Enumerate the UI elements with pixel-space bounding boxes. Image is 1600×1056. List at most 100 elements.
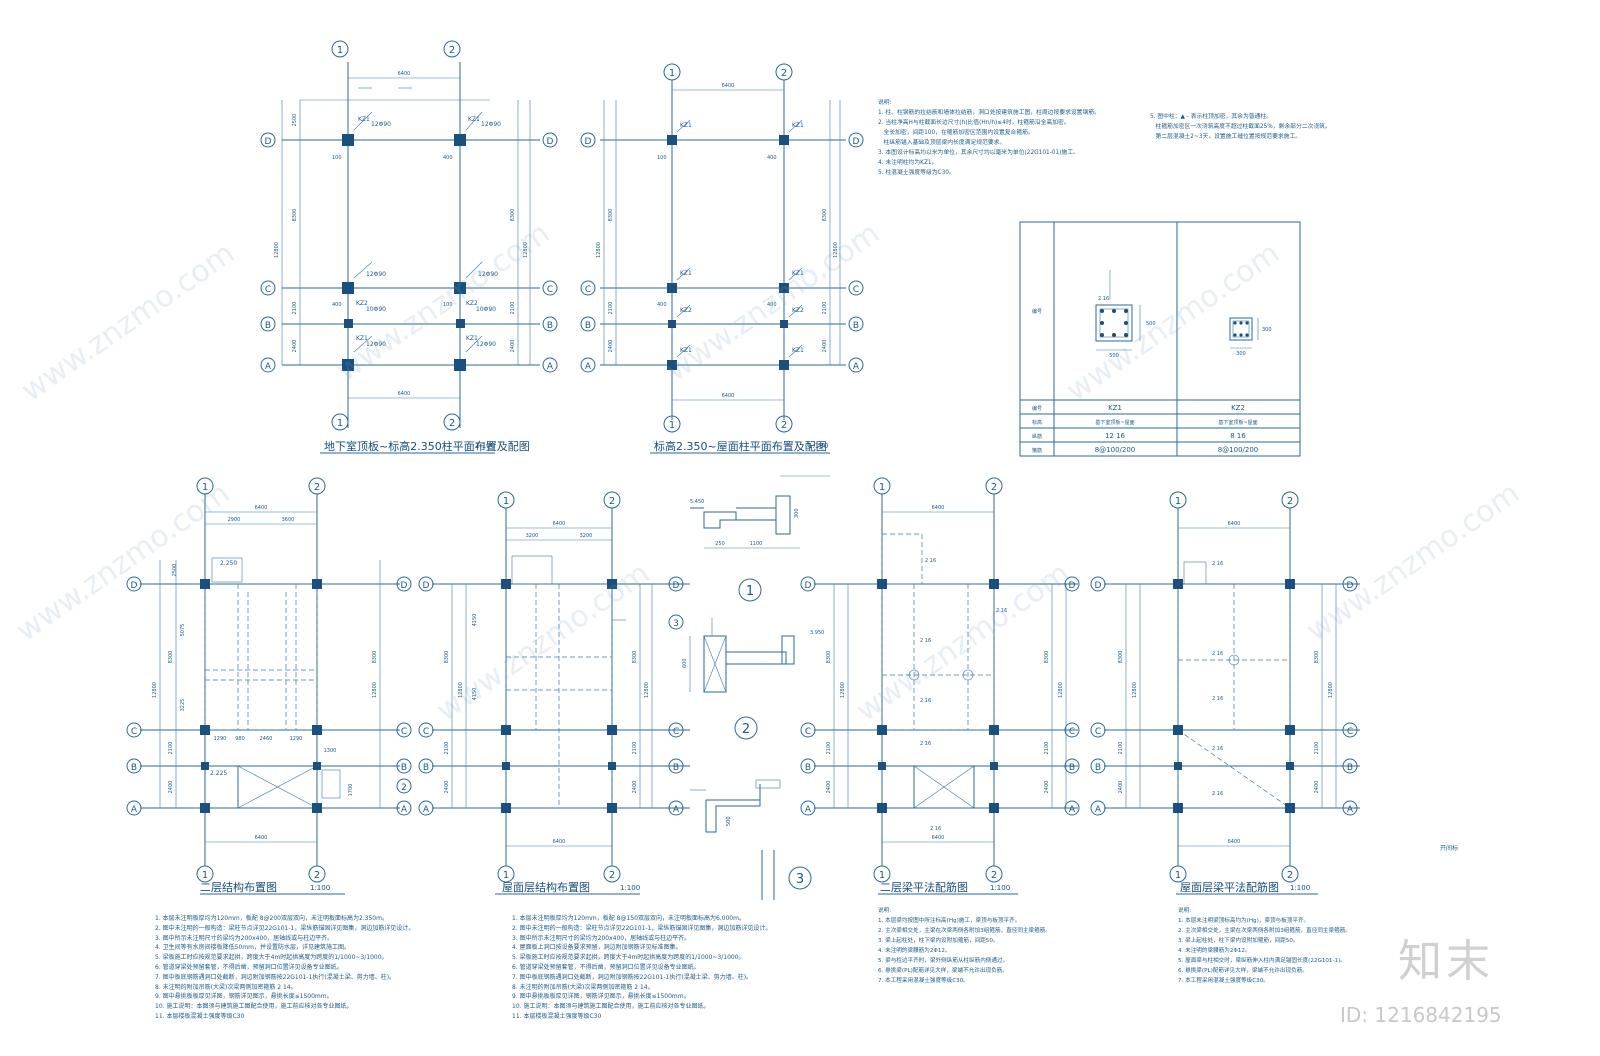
dim-6400-top: 6400 xyxy=(1228,521,1241,527)
axis-A-left: A xyxy=(423,805,430,815)
kz2-depth: 300 xyxy=(1262,327,1272,333)
dim-12800: 12800 xyxy=(596,242,602,258)
dim-980: 980 xyxy=(235,736,245,742)
dim-2400: 2400 xyxy=(292,340,298,353)
axis-A-left: A xyxy=(805,805,812,815)
axis-A-right: A xyxy=(547,362,554,372)
beam-label-kl5: 2 16 xyxy=(925,558,936,564)
axis-D-right: D xyxy=(1069,581,1076,591)
dim-2400-r: 2400 xyxy=(1044,781,1050,794)
axis-C-right: C xyxy=(673,727,679,737)
dim-2400: 2400 xyxy=(608,340,614,353)
axis-C-right: C xyxy=(853,285,859,295)
dim-2400-r: 2400 xyxy=(510,340,516,353)
dim-400: 400 xyxy=(767,302,777,308)
title-plan5: 二层梁平法配筋图 xyxy=(880,881,968,894)
detail-1-label: 1 xyxy=(746,584,754,599)
axis-2-top: 2 xyxy=(314,482,320,493)
dim-3225: 3225 xyxy=(180,699,186,712)
axis-C-right: C xyxy=(547,285,553,295)
detail-3-label: 3 xyxy=(796,872,804,887)
dim-400: 400 xyxy=(767,155,777,161)
dim-400: 400 xyxy=(657,302,667,308)
plan-second-floor-beams: 2 16 2 16 2 16 2 16 2 16 2 16 1 2 1 2 D … xyxy=(800,477,1080,883)
axis-A-right: A xyxy=(853,362,860,372)
axis-2-top: 2 xyxy=(781,68,787,79)
axis-A-left: A xyxy=(131,805,138,815)
label-rebar2-b: 10Φ90 xyxy=(476,306,496,313)
dim-400-a: 400 xyxy=(443,155,453,161)
dim-8300-r: 8300 xyxy=(1044,651,1050,664)
label-kz1: KZ1 xyxy=(680,347,692,354)
label-kz2: KZ2 xyxy=(680,307,692,314)
beam-label-kl6: 2 16 xyxy=(930,826,941,832)
dim-2100: 2100 xyxy=(292,302,298,315)
table-st2: 8@100/200 xyxy=(1218,446,1259,454)
dim-6400-top: 6400 xyxy=(255,505,268,511)
axis-D-left: D xyxy=(1095,581,1102,591)
axis-1-bottom: 1 xyxy=(503,870,509,881)
wkl-label-b: 2 16 xyxy=(1212,651,1223,657)
axis-B-left: B xyxy=(423,763,429,773)
axis-1-bottom: 1 xyxy=(1175,870,1181,881)
axis-A-left: A xyxy=(265,362,272,372)
dim-6400-bottom: 6400 xyxy=(722,393,735,399)
label-kz1-c: KZ1 xyxy=(356,335,368,342)
axis-2-bottom: 2 xyxy=(781,420,787,431)
label-kz1-b: KZ1 xyxy=(468,116,480,123)
table-range1: 基下室顶板~屋面 xyxy=(1095,419,1134,426)
scale-plan4: 1:100 xyxy=(620,884,641,892)
dim-2100: 2100 xyxy=(608,302,614,315)
detail1-dim-250: 250 xyxy=(715,541,725,547)
axis-2-bottom: 2 xyxy=(449,418,455,429)
detail3-dim-500: 500 xyxy=(726,816,732,826)
dim-8300: 8300 xyxy=(168,651,174,664)
axis-A-right: A xyxy=(673,805,680,815)
beam-label-kl4: 2 16 xyxy=(920,698,931,704)
plan-second-floor-structure: 1 2 1 2 D C B A D C B A 2 6400 2900 3600… xyxy=(126,477,412,883)
table-kz1: KZ1 xyxy=(1108,404,1122,412)
axis-D-left: D xyxy=(265,137,272,147)
axis-C-left: C xyxy=(131,727,137,737)
dim-8300: 8300 xyxy=(608,209,614,222)
dim-2100-r: 2100 xyxy=(822,302,828,315)
dim-2400: 2400 xyxy=(444,781,450,794)
dim-100: 100 xyxy=(657,155,667,161)
axis-1-bottom: 1 xyxy=(669,420,675,431)
elev-2250: 2.250 xyxy=(220,560,237,567)
axis-D-left: D xyxy=(585,137,592,147)
table-st1: 8@100/200 xyxy=(1095,446,1136,454)
axis-A-left: A xyxy=(585,362,592,372)
label-kz1: KZ1 xyxy=(680,122,692,129)
detail-ref-2: 2 xyxy=(401,783,407,793)
axis-D-left: D xyxy=(131,581,138,591)
dim-6400-bottom: 6400 xyxy=(932,835,945,841)
axis-B-right: B xyxy=(673,763,679,773)
section-details: 250 1100 5.450 300 1 600 3.950 2 500 3 xyxy=(682,475,830,900)
dim-2400-r: 2400 xyxy=(1314,781,1320,794)
dim-4150-a: 4150 xyxy=(472,614,478,627)
axis-2-bottom: 2 xyxy=(1287,870,1293,881)
dim-2400-r: 2400 xyxy=(822,340,828,353)
axis-B-left: B xyxy=(265,321,271,331)
axis-D-left: D xyxy=(423,581,430,591)
dim-100-b: 100 xyxy=(443,302,453,308)
detail-2-label: 2 xyxy=(742,722,750,737)
axis-D-right: D xyxy=(853,137,860,147)
axis-B-left: B xyxy=(1095,763,1101,773)
kz1-width: 500 xyxy=(1109,353,1119,359)
axis-A-left: A xyxy=(1095,805,1102,815)
axis-A-right: A xyxy=(1069,805,1076,815)
wkl-label-e: 2 16 xyxy=(1212,791,1223,797)
table-row-code: 编号 xyxy=(1032,405,1042,412)
dim-12800: 12800 xyxy=(840,682,846,698)
axis-1-bottom: 1 xyxy=(202,870,208,881)
dim-6400-top: 6400 xyxy=(553,521,566,527)
dim-12800: 12800 xyxy=(458,682,464,698)
detail1-dim-1100: 1100 xyxy=(750,541,763,547)
scale-plan3: 1:100 xyxy=(310,884,331,892)
dim-12800-r: 12800 xyxy=(1058,682,1064,698)
dim-2400-r: 2400 xyxy=(632,781,638,794)
dim-1300: 1300 xyxy=(324,748,337,754)
